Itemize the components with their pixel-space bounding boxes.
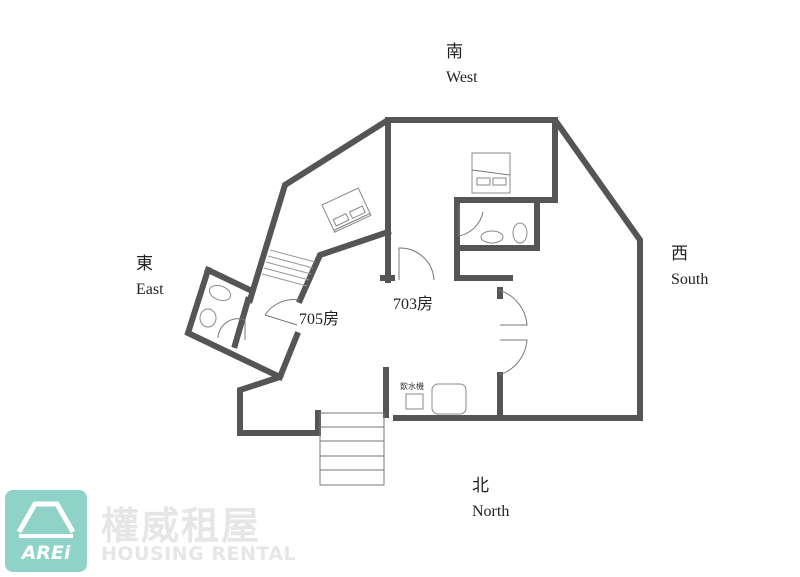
bed-705 [321,187,372,233]
doors [264,247,528,376]
brand-logo: AREi [5,490,87,572]
compass-left: 東 East [136,254,164,300]
brand-name-en: HOUSING RENTAL [101,543,297,565]
compass-top-en: West [446,69,478,86]
water-dispenser-label: 飲水機 [400,382,424,391]
compass-bottom: 北 North [472,476,509,522]
compass-left-en: East [136,281,164,298]
brand-name-zh: 權威租屋 [101,504,262,548]
house-icon [16,501,76,538]
water-dispenser [405,383,467,415]
room-703-label: 703房 [393,296,434,313]
compass-top-zh: 南 [446,42,463,62]
compass-bottom-en: North [472,503,510,520]
stairs-bottom [319,412,385,486]
brand-logo-text: AREi [21,542,71,564]
walls [184,117,643,436]
bed-703 [471,152,511,194]
compass-bottom-zh: 北 [472,476,489,496]
stairs-705 [261,249,316,287]
bathroom-703 [458,205,528,244]
compass-right-zh: 西 [671,244,688,264]
room-705-label: 705房 [299,311,340,328]
compass-left-zh: 東 [136,254,153,274]
bathroom-705 [199,284,246,340]
compass-right-en: South [671,271,709,288]
compass-top: 南 West [446,42,478,88]
compass-right: 西 South [671,244,708,290]
